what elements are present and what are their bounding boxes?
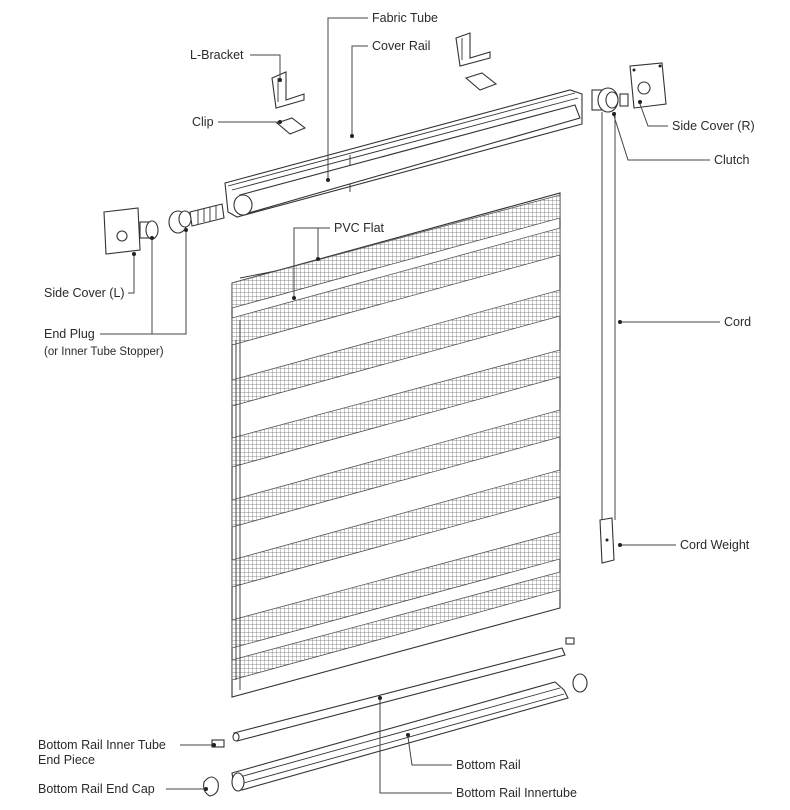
label-side-cover-l: Side Cover (L) [44,286,125,300]
label-cord: Cord [724,315,752,329]
l-bracket-right [455,32,491,67]
label-clutch: Clutch [714,153,750,167]
side-cover-right [629,62,667,109]
fabric-panel [231,192,561,698]
clip-right [464,72,498,91]
pvc-mesh-stripes [231,194,561,681]
label-pvc-flat: PVC Flat [334,221,385,235]
label-bottom-rail-inner-tube-end-piece-2: End Piece [38,753,95,767]
label-clip: Clip [192,115,214,129]
bottom-rail-end-cap-right [572,673,588,693]
label-cord-weight: Cord Weight [680,538,750,552]
bottom-rail-inner-tube-end-piece-left [211,739,225,748]
label-l-bracket: L-Bracket [190,48,244,62]
label-fabric-tube: Fabric Tube [372,11,439,25]
label-end-plug-note: (or Inner Tube Stopper) [44,346,164,358]
end-plug [168,203,225,234]
fabric-tube [233,104,581,216]
cord [601,112,616,520]
label-bottom-rail-end-cap: Bottom Rail End Cap [38,782,155,796]
label-end-plug: End Plug [44,327,95,341]
label-bottom-rail: Bottom Rail [456,758,521,772]
l-bracket-left [271,71,305,109]
leader-lines [100,17,720,794]
label-side-cover-r: Side Cover (R) [672,119,755,133]
clutch [591,87,629,113]
cord-weight [599,517,615,564]
bottom-rail-innertube [232,647,566,742]
bottom-rail-inner-tube-end-piece-right [565,637,575,645]
label-bottom-rail-innertube: Bottom Rail Innertube [456,786,577,800]
bottom-rail [231,681,569,792]
side-cover-left [103,207,159,255]
label-cover-rail: Cover Rail [372,39,431,53]
bottom-rail-end-cap-left [203,776,219,797]
label-bottom-rail-inner-tube-end-piece-1: Bottom Rail Inner Tube [38,738,166,752]
clip-left [275,117,307,135]
